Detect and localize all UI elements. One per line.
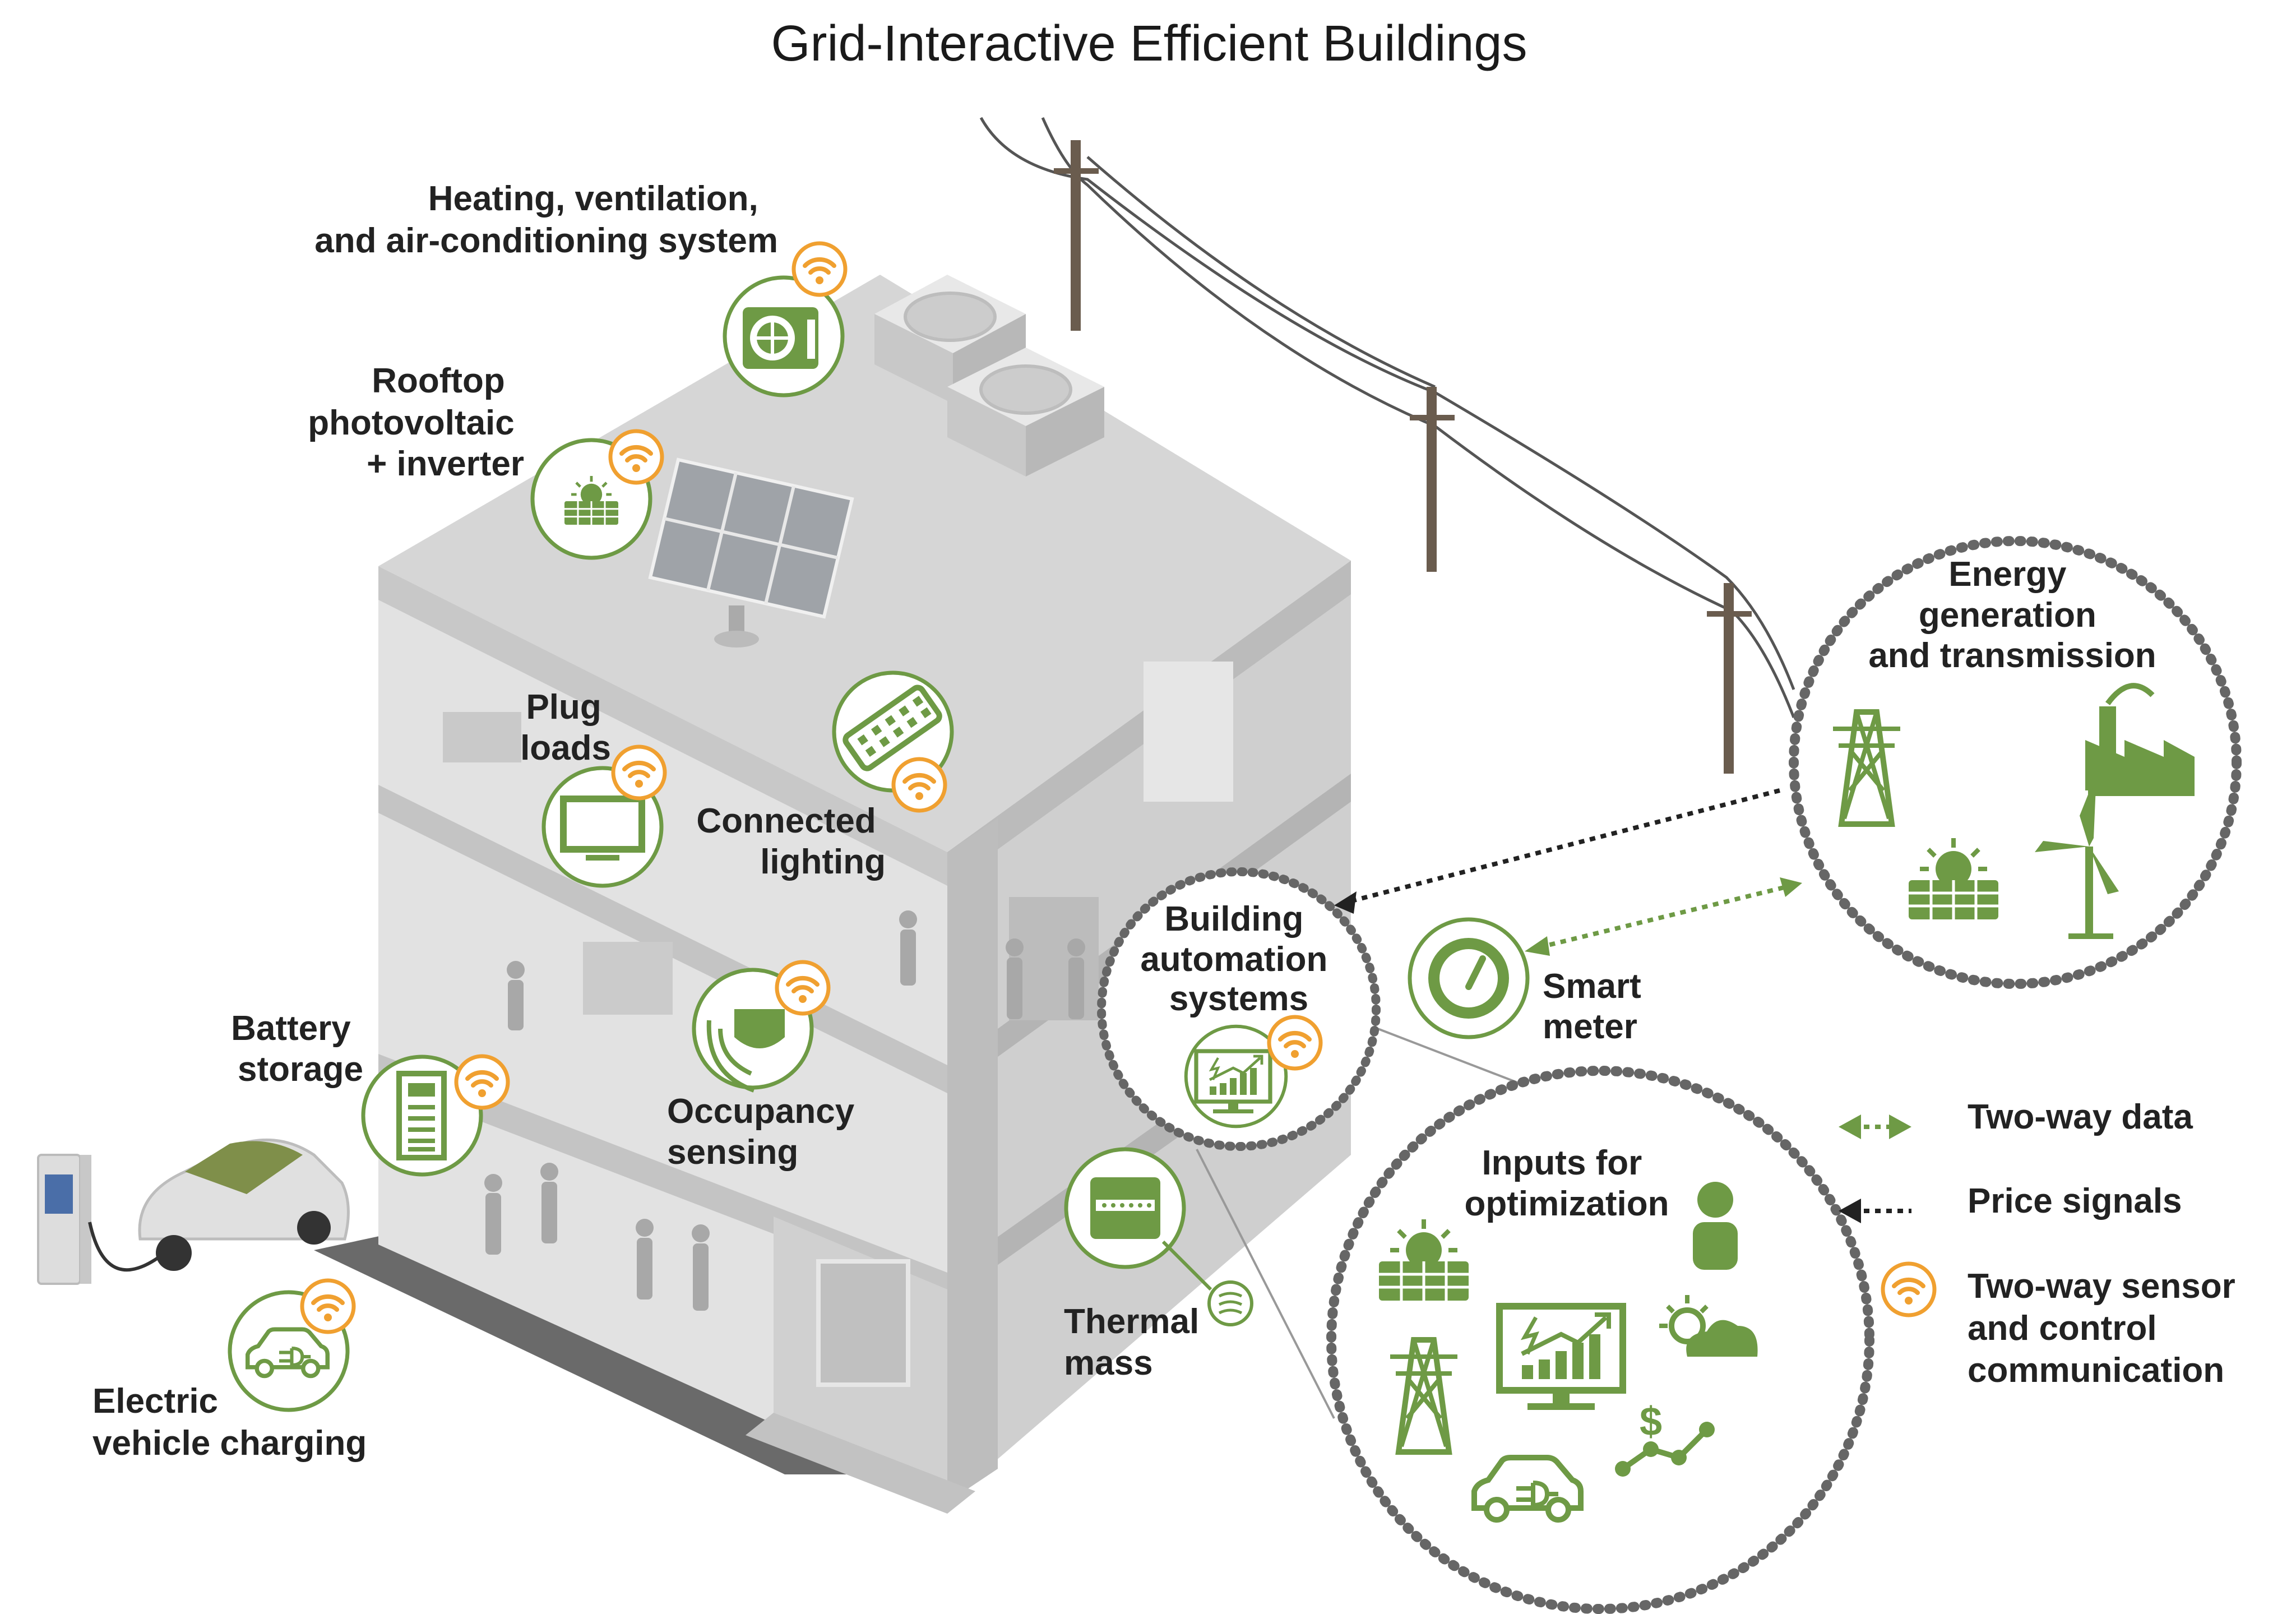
svg-text:Inputs for optimization: Inputs for optimization (1464, 1144, 1669, 1223)
svg-text:Heating, ventilation, an: Heating, ventilation, and air-conditioni… (314, 179, 778, 260)
svg-text:Energy generation: Energy generation and transmission (1868, 555, 2156, 675)
lighting-callout: Connected lighting (696, 673, 952, 881)
legend-sensor-line1: Two-way sensor (1968, 1267, 2235, 1306)
pv-label-line2: photovoltaic (308, 404, 515, 442)
inputs-label-line2: optimization (1464, 1185, 1669, 1223)
svg-text:Smart meter: Smart meter (1543, 967, 1651, 1046)
price-signal-arrow (1334, 788, 1780, 914)
energy-generation-circle: Energy generation and transmission (1789, 536, 2242, 989)
pv-callout: Rooftop photovoltaic + inverter (308, 362, 662, 558)
energy-label-line3: and transmission (1868, 636, 2156, 675)
inputs-label-line1: Inputs for (1482, 1144, 1642, 1182)
air-conditioner-icon (743, 307, 818, 369)
two-way-data-arrow (1525, 877, 1802, 956)
wifi-icon (1883, 1264, 1934, 1315)
plug-loads-callout: Plug loads (520, 688, 665, 886)
building-automation-circle: Building automation systems (1097, 867, 1381, 1151)
inputs-optimization-circle: Inputs for optimization $ (1326, 1066, 1874, 1614)
price-trend-icon: $ (1615, 1399, 1715, 1477)
television-icon (560, 796, 645, 861)
wifi-icon (777, 962, 828, 1014)
battery-icon (396, 1071, 447, 1160)
pv-label-line1: Rooftop (372, 362, 505, 400)
legend-two-way-data-label: Two-way data (1968, 1098, 2193, 1136)
hvac-label-line1: Heating, ventilation, (428, 179, 758, 218)
thermal-label-line2: mass (1064, 1344, 1153, 1382)
smart-meter-label-line1: Smart (1543, 967, 1641, 1006)
sun-cloud-icon (1659, 1295, 1758, 1357)
wifi-icon (610, 431, 662, 483)
ev-charger-illustration (37, 1138, 350, 1285)
wifi-icon (456, 1056, 508, 1108)
ev-callout: Electric vehicle charging (92, 1280, 367, 1463)
svg-text:Rooftop photovoltaic: Rooftop photovoltaic + inverter (308, 362, 524, 483)
lighting-label-line1: Connected (696, 802, 876, 840)
hvac-callout: Heating, ventilation, and air-conditioni… (314, 179, 845, 395)
legend-price-signals-label: Price signals (1968, 1182, 2182, 1220)
svg-text:Connected lighting: Connected lighting (696, 802, 886, 881)
wifi-icon (894, 759, 945, 811)
ev-label-line1: Electric (92, 1382, 218, 1421)
wifi-icon (794, 243, 845, 295)
svg-text:Plug loads: Plug loads (520, 688, 611, 767)
plug-label-line1: Plug (526, 688, 601, 727)
battery-label-line2: storage (238, 1050, 363, 1089)
svg-text:Two-way sensor and con: Two-way sensor and control communication (1968, 1267, 2245, 1390)
occupancy-callout: Occupancy sensing (667, 962, 864, 1172)
smart-meter-label-line2: meter (1543, 1007, 1637, 1046)
thermostat-panel-icon (1090, 1177, 1160, 1239)
svg-text:Building automation: Building automation systems (1140, 900, 1337, 1018)
pv-label-line3: + inverter (367, 445, 524, 483)
legend-sensor-line3: communication (1968, 1351, 2224, 1390)
legend-sensor-line2: and control (1968, 1309, 2157, 1348)
occupancy-label-line2: sensing (667, 1133, 798, 1172)
svg-text:Thermal mass: Thermal mass (1064, 1302, 1209, 1382)
svg-text:Electric vehicle chargin: Electric vehicle charging (92, 1382, 367, 1463)
legend: Two-way data Price signals Two-way senso… (1839, 1098, 2245, 1390)
svg-text:Occupancy sensing: Occupancy sensing (667, 1092, 864, 1172)
battery-callout: Battery storage (231, 1009, 508, 1174)
wifi-icon (1269, 1017, 1321, 1069)
hvac-label-line2: and air-conditioning system (314, 221, 778, 260)
energy-label-line1: Energy (1948, 555, 2067, 594)
legend-two-way-data: Two-way data (1839, 1098, 2193, 1139)
thermal-mass-callout: Thermal mass (1064, 1149, 1253, 1382)
plug-label-line2: loads (520, 729, 611, 767)
factory-icon (2085, 683, 2195, 796)
legend-sensor: Two-way sensor and control communication (1883, 1264, 2245, 1390)
lighting-label-line2: lighting (760, 843, 886, 881)
ev-label-line2: vehicle charging (92, 1424, 367, 1463)
motion-sensor-icon (706, 1009, 785, 1093)
occupancy-label-line1: Occupancy (667, 1092, 855, 1131)
wifi-icon (302, 1280, 354, 1332)
diagram-title: Grid-Interactive Efficient Buildings (771, 16, 1527, 72)
thermal-label-line1: Thermal (1064, 1302, 1199, 1341)
gauge-icon (1465, 955, 1486, 990)
smart-meter: Smart meter (1408, 917, 1651, 1046)
wind-turbine-icon (2035, 774, 2119, 939)
battery-label-line1: Battery (231, 1009, 351, 1048)
bas-label-line2: automation (1140, 940, 1327, 979)
person-icon (1693, 1182, 1738, 1270)
svg-text:Battery storage: Battery storage (231, 1009, 363, 1089)
svg-text:$: $ (1640, 1399, 1662, 1444)
bas-label-line1: Building (1164, 900, 1303, 938)
wifi-icon (613, 747, 665, 798)
energy-label-line2: generation (1919, 596, 2096, 635)
legend-price-signals: Price signals (1839, 1182, 2182, 1223)
led-strip-icon (843, 685, 942, 771)
bas-label-line3: systems (1169, 979, 1308, 1018)
utility-poles (1054, 140, 1752, 774)
